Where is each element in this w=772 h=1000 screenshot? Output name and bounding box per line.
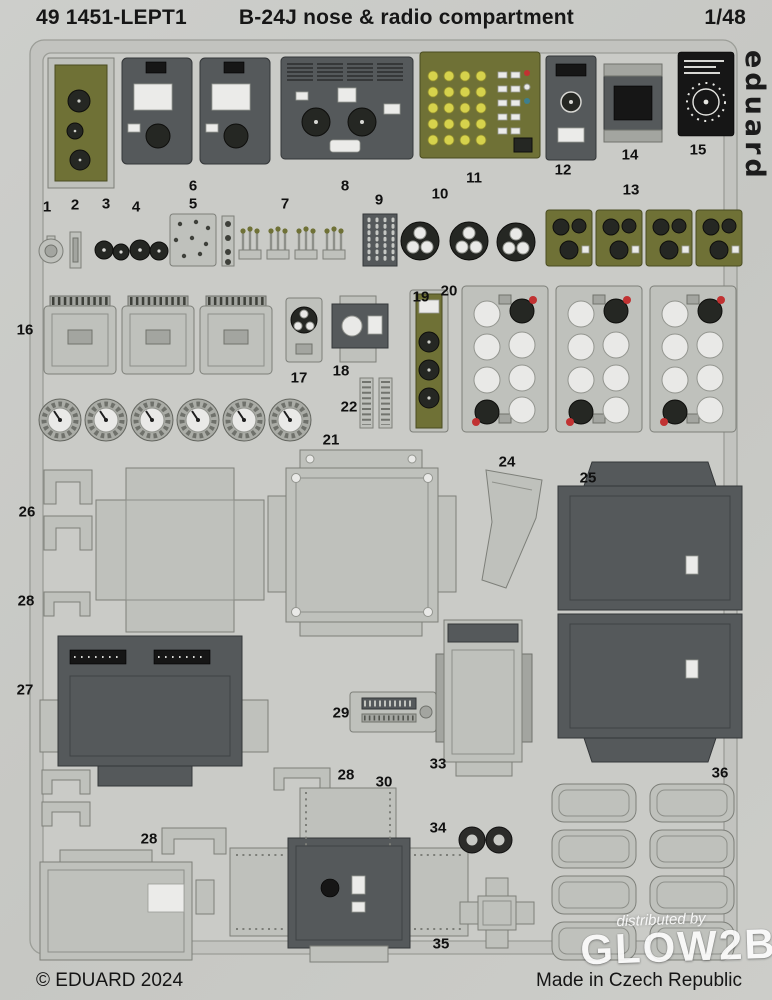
header: 49 1451-LEPT1 B-24J nose & radio compart… bbox=[36, 6, 746, 30]
part-cross-panel-left bbox=[95, 467, 265, 633]
brand-logo: eduard bbox=[739, 50, 770, 182]
part-20 bbox=[461, 285, 737, 433]
part-center-panel bbox=[267, 449, 457, 637]
part-10 bbox=[400, 221, 536, 262]
part-3 bbox=[94, 240, 130, 261]
copyright-text: © EDUARD 2024 bbox=[36, 970, 184, 991]
part-25 bbox=[557, 461, 743, 763]
part-18 bbox=[331, 295, 389, 363]
part-11 bbox=[419, 51, 541, 159]
part-21 bbox=[38, 398, 312, 442]
part-33 bbox=[435, 619, 533, 777]
part-7 bbox=[238, 226, 346, 260]
part-13 bbox=[545, 209, 743, 267]
part-36 bbox=[551, 783, 735, 961]
part-29 bbox=[349, 691, 437, 733]
part-1 bbox=[38, 235, 64, 264]
part-9 bbox=[362, 213, 398, 267]
part-24 bbox=[481, 469, 543, 589]
part-15 bbox=[677, 51, 735, 137]
part-28-left bbox=[43, 591, 91, 617]
part-34 bbox=[458, 826, 513, 854]
scale-label: 1/48 bbox=[704, 6, 746, 29]
part-2 bbox=[69, 231, 82, 269]
part-26 bbox=[43, 469, 93, 551]
part-28-center bbox=[273, 767, 331, 791]
footer: © EDUARD 2024 Made in Czech Republic bbox=[36, 970, 742, 992]
part-instrument-panel-topleft bbox=[47, 57, 115, 189]
part-12 bbox=[545, 55, 597, 161]
part-14 bbox=[603, 63, 663, 143]
part-30 bbox=[229, 787, 469, 963]
product-title: B-24J nose & radio compartment bbox=[238, 6, 574, 29]
made-in-text: Made in Czech Republic bbox=[536, 970, 742, 991]
part-19 bbox=[409, 289, 449, 433]
part-17 bbox=[285, 297, 323, 363]
part-35 bbox=[459, 877, 535, 949]
part-5 bbox=[169, 213, 235, 267]
brackets-bottom-left bbox=[41, 769, 91, 827]
part-4 bbox=[129, 239, 169, 261]
part-28-bottom bbox=[161, 827, 227, 855]
part-8 bbox=[280, 56, 414, 160]
part-6 bbox=[121, 57, 271, 165]
catalog-number: 49 1451-LEPT1 bbox=[36, 6, 187, 29]
part-22 bbox=[359, 377, 393, 429]
part-27 bbox=[39, 635, 269, 787]
part-16 bbox=[43, 295, 273, 375]
part-bottom-left-box bbox=[39, 849, 215, 961]
